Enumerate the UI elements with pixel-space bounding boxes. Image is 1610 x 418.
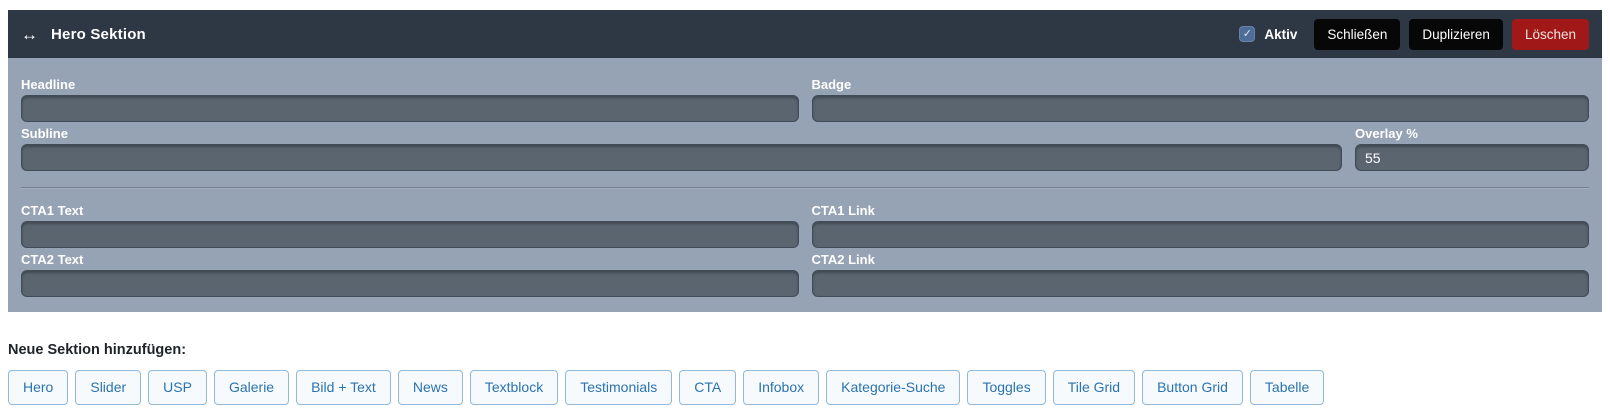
cta2-link-input[interactable] [811, 270, 1589, 297]
add-galerie-button[interactable]: Galerie [213, 370, 290, 405]
add-bild-text-button[interactable]: Bild + Text [296, 370, 391, 405]
cta2-text-label: CTA2 Text [21, 252, 84, 267]
add-kategorie-suche-button[interactable]: Kategorie-Suche [826, 370, 961, 405]
add-tabelle-button[interactable]: Tabelle [1249, 370, 1325, 405]
headline-label: Headline [21, 77, 76, 92]
add-usp-button[interactable]: USP [148, 370, 207, 405]
add-testimonials-button[interactable]: Testimonials [565, 370, 673, 405]
badge-label: Badge [811, 77, 852, 92]
section-header: ↔ Hero Sektion ✓ Aktiv Schließen Duplizi… [8, 10, 1602, 58]
form-row-1: Headline Badge [21, 78, 1589, 122]
form-row-3: CTA1 Text CTA1 Link [21, 204, 1589, 248]
overlay-input[interactable] [1355, 144, 1589, 171]
cta1-text-label: CTA1 Text [21, 203, 84, 218]
add-cta-button[interactable]: CTA [679, 370, 737, 405]
add-section-heading: Neue Sektion hinzufügen: [8, 342, 187, 358]
add-textblock-button[interactable]: Textblock [469, 370, 559, 405]
section-form: Headline Badge Subline Overlay % CTA1 Te… [8, 58, 1602, 312]
add-toggles-button[interactable]: Toggles [967, 370, 1046, 405]
section-editor-card: ↔ Hero Sektion ✓ Aktiv Schließen Duplizi… [8, 10, 1602, 312]
add-section-bar: Neue Sektion hinzufügen: Hero Slider USP… [8, 342, 1602, 405]
add-news-button[interactable]: News [397, 370, 463, 405]
form-divider [21, 187, 1589, 189]
overlay-field: Overlay % [1355, 127, 1589, 171]
cta1-link-label: CTA1 Link [811, 203, 875, 218]
drag-handle-icon[interactable]: ↔ [21, 24, 38, 44]
add-button-grid-button[interactable]: Button Grid [1142, 370, 1243, 405]
badge-input[interactable] [811, 95, 1589, 122]
add-section-buttons: Hero Slider USP Galerie Bild + Text News… [8, 370, 1602, 405]
active-checkbox[interactable]: ✓ [1239, 26, 1256, 42]
add-hero-button[interactable]: Hero [8, 370, 69, 405]
cta2-link-label: CTA2 Link [811, 252, 875, 267]
delete-button[interactable]: Löschen [1511, 18, 1589, 50]
cta1-text-input[interactable] [21, 221, 799, 248]
subline-input[interactable] [21, 144, 1342, 171]
cta1-text-field: CTA1 Text [21, 204, 799, 248]
cta2-link-field: CTA2 Link [811, 252, 1589, 297]
subline-field: Subline [21, 127, 1342, 171]
headline-input[interactable] [21, 95, 799, 122]
subline-label: Subline [21, 126, 68, 141]
headline-field: Headline [21, 78, 799, 122]
form-row-4: CTA2 Text CTA2 Link [21, 253, 1589, 297]
active-label: Aktiv [1264, 26, 1298, 42]
form-row-2: Subline Overlay % [21, 127, 1589, 171]
cta2-text-field: CTA2 Text [21, 253, 799, 297]
cta1-link-input[interactable] [811, 221, 1589, 248]
add-tile-grid-button[interactable]: Tile Grid [1052, 370, 1136, 405]
cta2-text-input[interactable] [21, 270, 799, 297]
badge-field: Badge [811, 77, 1589, 122]
section-title: Hero Sektion [51, 25, 146, 43]
close-button[interactable]: Schließen [1314, 18, 1401, 50]
add-slider-button[interactable]: Slider [75, 370, 142, 405]
header-actions: ✓ Aktiv Schließen Duplizieren Löschen [1239, 18, 1589, 50]
cta1-link-field: CTA1 Link [811, 203, 1589, 248]
duplicate-button[interactable]: Duplizieren [1409, 18, 1503, 50]
add-infobox-button[interactable]: Infobox [743, 370, 820, 405]
overlay-label: Overlay % [1355, 126, 1418, 141]
